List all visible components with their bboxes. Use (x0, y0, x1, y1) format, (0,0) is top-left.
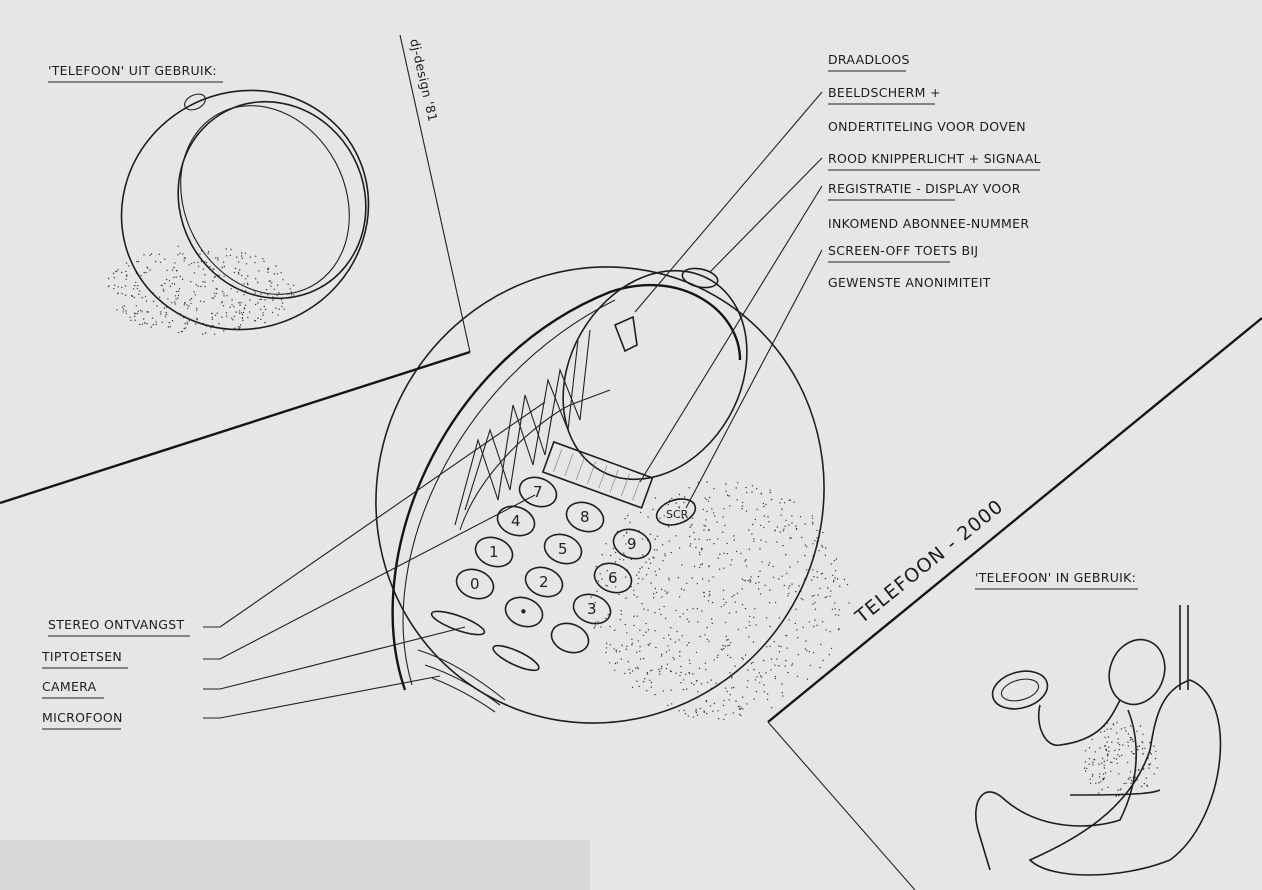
stereo-grille-2 (454, 339, 579, 526)
keypad-key-label: 8 (580, 508, 590, 526)
keypad-key[interactable] (562, 497, 607, 536)
registration-display (541, 440, 654, 509)
caption-in-use: 'TELEFOON' IN GEBRUIK: (975, 570, 1136, 585)
label-rood-knipperlicht: ROOD KNIPPERLICHT + SIGNAAL (828, 151, 1041, 166)
keypad-key-label: 4 (511, 512, 521, 530)
screen-off-key-label: SCR (666, 508, 689, 521)
keypad-key-label: 1 (489, 543, 499, 561)
keypad-key-label: 3 (587, 600, 597, 618)
label-beeldscherm: BEELDSCHERM + (828, 85, 941, 100)
label-anonimiteit: GEWENSTE ANONIMITEIT (828, 275, 991, 290)
microphone-grille (417, 649, 506, 713)
red-light-indicator (681, 267, 719, 289)
speaker-slot (492, 644, 540, 672)
keypad-key-label: 7 (533, 483, 543, 501)
keypad-key[interactable] (609, 524, 654, 563)
keypad-key-label: 0 (470, 575, 480, 593)
stereo-grille (464, 329, 591, 511)
screen-area (562, 269, 748, 481)
keypad-key[interactable] (501, 592, 546, 631)
keypad-key[interactable] (590, 558, 635, 597)
label-tiptoetsen: TIPTOETSEN (41, 649, 122, 664)
keypad-key-label: 5 (558, 540, 568, 558)
keypad-key-label: 9 (627, 535, 637, 553)
right-labels: DRAADLOOS BEELDSCHERM + ONDERTITELING VO… (828, 52, 1041, 290)
panel-border-diagonal-left (0, 350, 471, 505)
designer-signature: dj-design '81 (407, 37, 441, 123)
phone-light-small (184, 93, 206, 111)
keypad-key[interactable] (540, 529, 585, 568)
keypad-key[interactable] (569, 589, 614, 628)
label-inkomend-nummer: INKOMEND ABONNEE-NUMMER (828, 216, 1029, 231)
drawing-title: TELEFOON - 2000 (851, 495, 1008, 628)
label-microfoon: MICROFOON (42, 710, 123, 725)
label-registratie-display: REGISTRATIE - DISPLAY VOOR (828, 181, 1021, 196)
panel-border-diagonal-right (767, 317, 1262, 723)
label-stereo-ontvangst: STEREO ONTVANGST (48, 617, 184, 632)
keypad-key[interactable] (471, 532, 516, 571)
keypad-key-label: 2 (539, 573, 549, 591)
leader-lines-right (634, 91, 823, 509)
phone-shell-inner (177, 100, 367, 300)
keypad: 7 8 9 4 5 6 1 2 3 0 • (452, 472, 654, 657)
screen-symbol (613, 315, 638, 353)
phone-shell-outer (120, 89, 370, 331)
keypad-key-label: 6 (608, 569, 618, 587)
phone-rim (391, 283, 742, 691)
phone-shell (375, 266, 825, 724)
leader-lines-left (219, 401, 546, 719)
paper-strip (0, 840, 590, 890)
phone-shell-lip (180, 105, 350, 295)
screen-off-key[interactable] (653, 494, 698, 529)
keypad-key[interactable] (452, 564, 497, 603)
keypad-key[interactable] (515, 472, 560, 511)
keypad-key[interactable] (521, 562, 566, 601)
phone-main-drawing: 7 8 9 4 5 6 1 2 3 0 • SCR (375, 266, 850, 724)
label-camera: CAMERA (42, 679, 97, 694)
keypad-key[interactable] (547, 618, 592, 657)
panel-border-bottom (767, 721, 916, 890)
keypad-key-label: • (519, 603, 528, 621)
shadow-stipple-small (107, 245, 295, 335)
phone-unused-drawing (107, 89, 370, 335)
keypad-border (459, 389, 611, 531)
label-ondertiteling: ONDERTITELING VOOR DOVEN (828, 119, 1026, 134)
phone-rim-inner (402, 299, 616, 686)
panel-border-vertical (399, 34, 471, 353)
label-draadloos: DRAADLOOS (828, 52, 910, 67)
person-using-phone-drawing (975, 605, 1222, 876)
caption-unused: 'TELEFOON' UIT GEBRUIK: (48, 63, 217, 78)
label-screen-off: SCREEN-OFF TOETS BIJ (828, 243, 978, 258)
left-labels: STEREO ONTVANGST TIPTOETSEN CAMERA MICRO… (41, 617, 220, 730)
